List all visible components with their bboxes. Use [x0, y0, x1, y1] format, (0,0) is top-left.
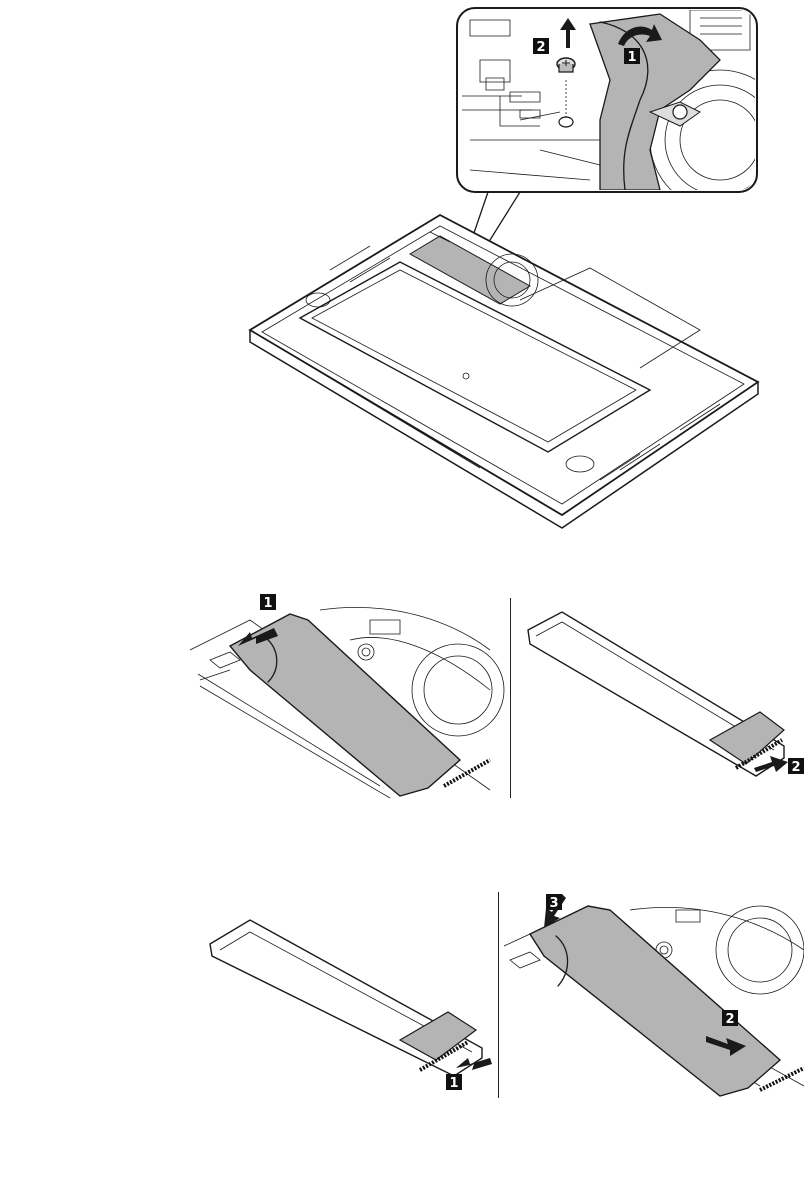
left-panel [210, 920, 492, 1076]
remove-ssd-diagram: 1 2 [190, 590, 804, 800]
callout-1: 1 [446, 1074, 462, 1091]
figure-remove-ssd: 1 2 [190, 590, 804, 800]
panel-divider [498, 892, 499, 1098]
svg-text:1: 1 [263, 596, 272, 611]
laptop-base [250, 215, 758, 528]
callout-2: 2 [722, 1010, 738, 1027]
callout-3: 3 [546, 894, 562, 911]
svg-text:1: 1 [627, 50, 636, 65]
callout-1: 1 [624, 48, 640, 65]
laptop-base-diagram: 2 1 [0, 0, 804, 540]
callout-2: 2 [788, 758, 804, 775]
svg-text:1: 1 [449, 1076, 458, 1091]
svg-text:3: 3 [549, 896, 558, 911]
panel-divider [510, 598, 511, 798]
right-panel [504, 894, 804, 1096]
left-panel [190, 607, 504, 798]
zoom-panel [457, 8, 790, 210]
right-panel [528, 612, 788, 776]
callout-1: 1 [260, 594, 276, 611]
figure-remove-screw: 2 1 [0, 0, 804, 540]
callout-2: 2 [533, 38, 549, 55]
svg-text:2: 2 [791, 760, 800, 775]
screw-icon [557, 58, 575, 72]
svg-text:2: 2 [536, 40, 545, 55]
install-ssd-diagram: 1 3 2 [200, 890, 804, 1100]
figure-install-ssd: 1 3 2 [200, 890, 804, 1100]
svg-text:2: 2 [725, 1012, 734, 1027]
